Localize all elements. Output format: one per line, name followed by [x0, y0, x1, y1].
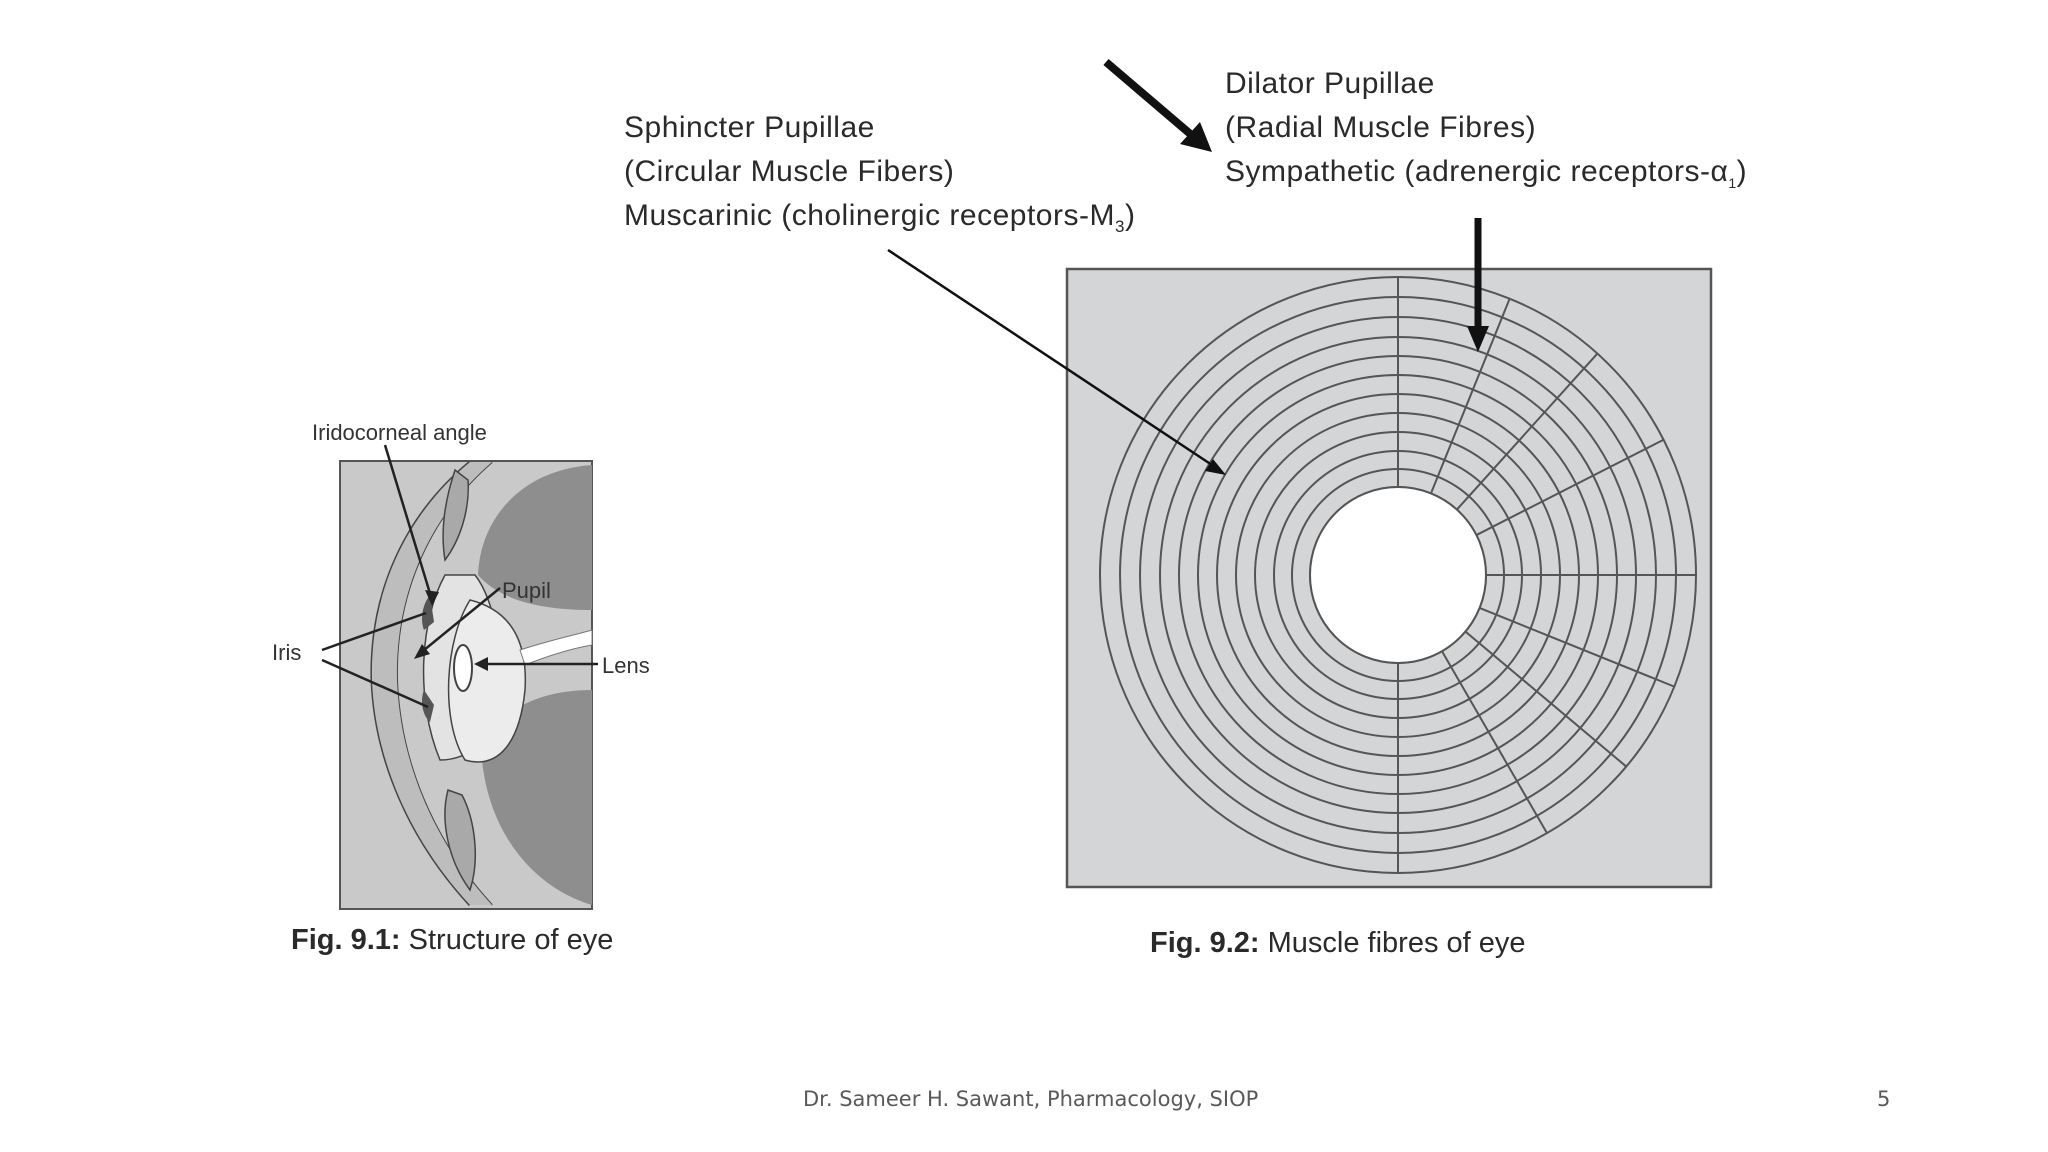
- ciliary-body-lower: [444, 789, 477, 892]
- sphincter-type: (Circular Muscle Fibers): [624, 155, 955, 188]
- fig2-caption-number: Fig. 9.2:: [1150, 927, 1260, 959]
- fig1-caption-text: Structure of eye: [400, 924, 614, 956]
- pupil-pointer: [417, 587, 501, 656]
- dilator-receptor-text: Sympathetic (adrenergic receptors-α: [1225, 155, 1729, 188]
- sphincter-receptor-subscript: 3: [1114, 217, 1125, 236]
- dilator-receptor-close: ): [1736, 155, 1748, 188]
- footer-credit: Dr. Sameer H. Sawant, Pharmacology, SIOP: [803, 1087, 1259, 1111]
- pupil-label: Pupil: [502, 578, 551, 603]
- iridocorneal-pointer: [383, 444, 434, 601]
- eye-vitreous: [478, 465, 592, 610]
- iridocorneal-pointer-head: [425, 590, 439, 606]
- dilator-label: Dilator Pupillae (Radial Muscle Fibres) …: [1225, 62, 1747, 205]
- iris-pointer-lower: [321, 658, 429, 709]
- radial-fibre-line: [1456, 352, 1599, 511]
- lens-body: [447, 599, 527, 763]
- dilator-receptor: Sympathetic (adrenergic receptors-α1): [1225, 150, 1747, 205]
- dilator-type: (Radial Muscle Fibres): [1225, 111, 1537, 144]
- pupil-pointer-head: [414, 644, 430, 659]
- iris-upper: [422, 595, 434, 630]
- fig2-caption-text: Muscle fibres of eye: [1259, 927, 1526, 959]
- page-number: 5: [1877, 1087, 1891, 1111]
- dilator-name: Dilator Pupillae: [1225, 67, 1435, 100]
- radial-fibre-line: [1430, 298, 1511, 494]
- lens-pointer-head: [474, 657, 488, 671]
- dilator-arrow-diagonal-head: [1180, 122, 1212, 152]
- sphincter-receptor-text: Muscarinic (cholinergic receptors-M: [624, 199, 1115, 232]
- ciliary-body-upper: [442, 468, 469, 562]
- iridocorneal-angle-label: Iridocorneal angle: [312, 420, 487, 445]
- dilator-arrow-diagonal: [1103, 58, 1198, 142]
- iris-pointer-upper: [321, 611, 427, 652]
- lens-nucleus: [453, 644, 473, 692]
- sphincter-name: Sphincter Pupillae: [624, 111, 875, 144]
- sphincter-pointer: [887, 248, 1216, 469]
- pupil-opening: [1309, 486, 1487, 664]
- radial-muscle-fibres: [1397, 277, 1696, 873]
- radial-fibre-line: [1479, 607, 1675, 688]
- lens-label: Lens: [602, 653, 650, 678]
- sphincter-pointer-head: [1205, 459, 1226, 475]
- iris-label: Iris: [272, 640, 302, 665]
- radial-fibre-line: [1475, 438, 1664, 536]
- fig1-caption-number: Fig. 9.1:: [291, 924, 401, 956]
- sclera-band: [371, 462, 492, 905]
- sphincter-receptor: Muscarinic (cholinergic receptors-M3): [624, 194, 1135, 249]
- fig1-caption: Fig. 9.1: Structure of eye: [291, 924, 613, 957]
- dilator-arrow-vertical-head: [1467, 326, 1489, 352]
- fig2-caption: Fig. 9.2: Muscle fibres of eye: [1150, 927, 1526, 960]
- sphincter-receptor-close: ): [1124, 199, 1136, 232]
- zonule-fibers: [519, 629, 593, 666]
- radial-fibre-line: [1441, 650, 1548, 834]
- radial-fibre-line: [1464, 630, 1627, 768]
- sphincter-label: Sphincter Pupillae (Circular Muscle Fibe…: [624, 106, 1135, 249]
- dilator-receptor-subscript: 1: [1728, 175, 1737, 191]
